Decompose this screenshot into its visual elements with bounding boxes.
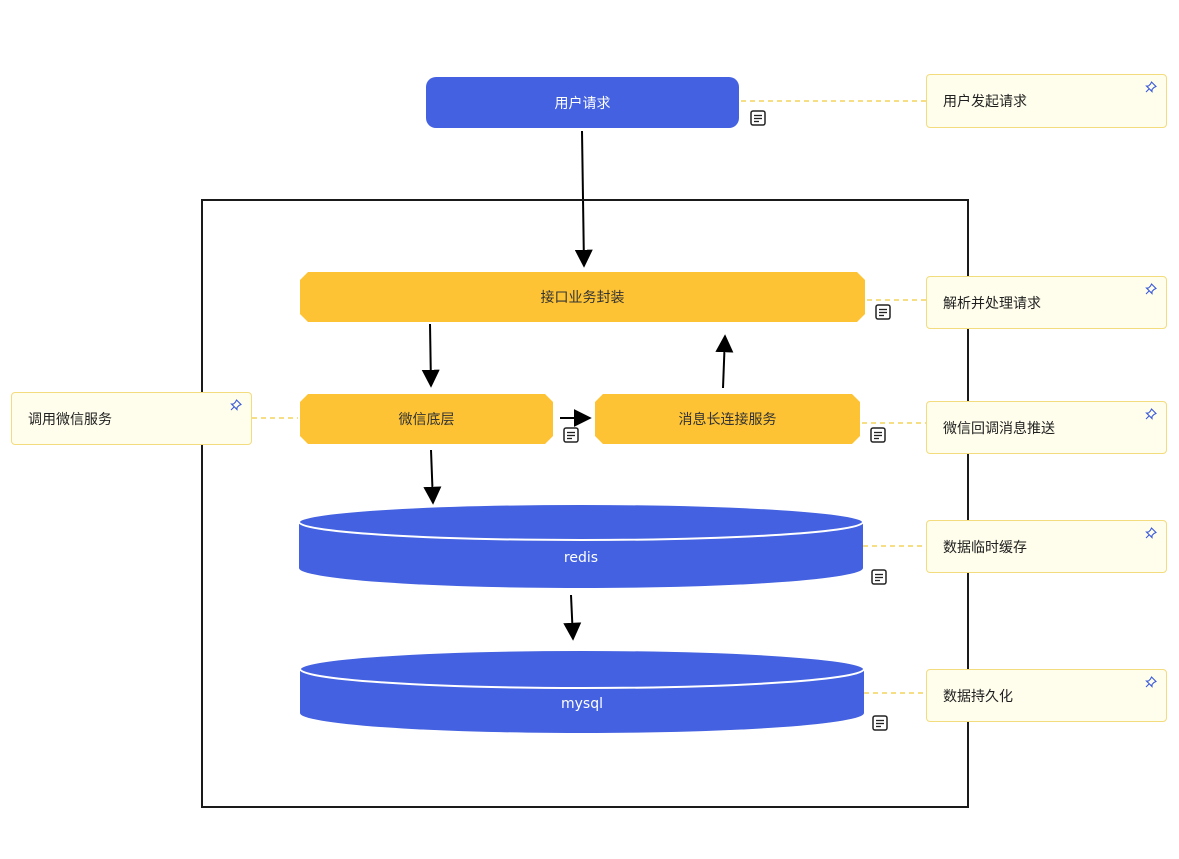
note-mysql-text: 数据持久化 bbox=[943, 688, 1013, 705]
note-long-connection[interactable]: 微信回调消息推送 bbox=[926, 401, 1167, 454]
note-mysql[interactable]: 数据持久化 bbox=[926, 669, 1167, 722]
note-long-connection-text: 微信回调消息推送 bbox=[943, 420, 1055, 437]
document-icon[interactable] bbox=[750, 110, 766, 126]
pin-icon[interactable] bbox=[1145, 283, 1157, 295]
system-boundary-frame bbox=[201, 199, 969, 808]
note-user-request[interactable]: 用户发起请求 bbox=[926, 74, 1167, 128]
pin-icon[interactable] bbox=[1145, 676, 1157, 688]
note-interface-text: 解析并处理请求 bbox=[943, 295, 1041, 312]
document-icon[interactable] bbox=[563, 427, 579, 443]
node-mysql-label: mysql bbox=[561, 696, 603, 712]
node-interface-label: 接口业务封装 bbox=[540, 290, 625, 306]
node-user-request[interactable]: 用户请求 bbox=[426, 77, 739, 128]
node-long-connection[interactable]: 消息长连接服务 bbox=[595, 394, 860, 444]
document-icon[interactable] bbox=[871, 569, 887, 585]
note-interface[interactable]: 解析并处理请求 bbox=[926, 276, 1167, 329]
pin-icon[interactable] bbox=[1145, 81, 1157, 93]
pin-icon[interactable] bbox=[230, 399, 242, 411]
node-redis-cylinder[interactable] bbox=[297, 502, 865, 592]
note-wechat-base[interactable]: 调用微信服务 bbox=[11, 392, 252, 445]
document-icon[interactable] bbox=[875, 304, 891, 320]
arrow-request-to-interface bbox=[574, 130, 593, 268]
node-redis-label: redis bbox=[563, 550, 599, 566]
document-icon[interactable] bbox=[870, 427, 886, 443]
node-wechat-base[interactable]: 微信底层 bbox=[300, 394, 553, 444]
node-interface-wrapper[interactable]: 接口业务封装 bbox=[300, 272, 865, 322]
arrow-redis-to-mysql bbox=[563, 594, 582, 641]
arrow-wechat-to-redis bbox=[423, 449, 442, 505]
note-wechat-base-text: 调用微信服务 bbox=[28, 411, 112, 428]
note-user-request-text: 用户发起请求 bbox=[943, 94, 1027, 110]
arrow-interface-to-wechat bbox=[421, 323, 440, 388]
document-icon[interactable] bbox=[872, 715, 888, 731]
note-redis-text: 数据临时缓存 bbox=[943, 539, 1027, 556]
pin-icon[interactable] bbox=[1145, 408, 1157, 420]
note-redis[interactable]: 数据临时缓存 bbox=[926, 520, 1167, 573]
node-wechat-base-label: 微信底层 bbox=[398, 412, 455, 428]
node-user-request-label: 用户请求 bbox=[554, 95, 611, 112]
node-long-connection-label: 消息长连接服务 bbox=[678, 412, 777, 428]
node-mysql-cylinder[interactable] bbox=[298, 647, 866, 737]
arrow-longconn-to-interface bbox=[715, 334, 734, 389]
pin-icon[interactable] bbox=[1145, 527, 1157, 539]
